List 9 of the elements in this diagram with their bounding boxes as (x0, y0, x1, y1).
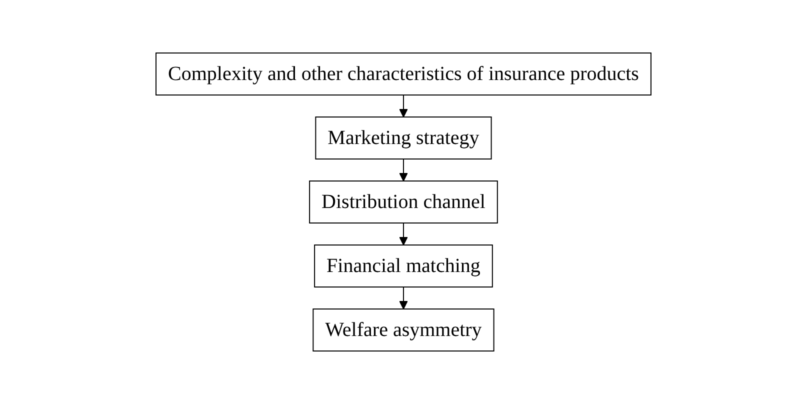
arrow (398, 94, 408, 117)
node-box: Financial matching (314, 244, 492, 287)
arrow (398, 222, 408, 245)
arrow (398, 286, 408, 309)
node-box: Marketing strategy (314, 116, 492, 159)
node-box: Welfare asymmetry (312, 308, 494, 351)
node-box: Complexity and other characteristics of insurance products (155, 52, 651, 95)
node-box: Distribution channel (308, 180, 498, 223)
arrow (398, 158, 408, 181)
